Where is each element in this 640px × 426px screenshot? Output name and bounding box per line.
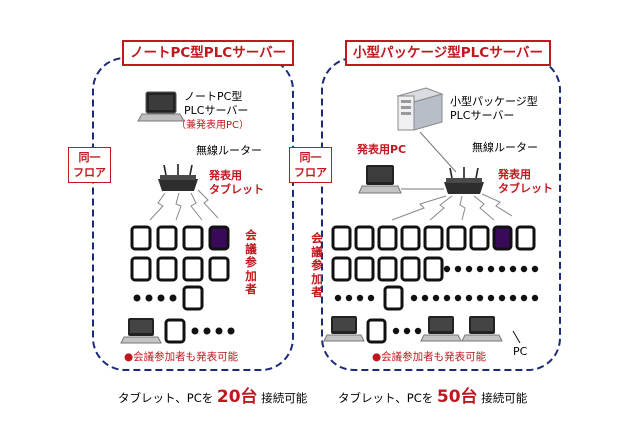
right-group-border: [321, 57, 561, 371]
right-note: ●会議参加者も発表可能: [372, 351, 487, 363]
left-tablet-row-3: [182, 285, 204, 311]
left-caption: タブレット、PCを 20台 接続可能: [118, 382, 307, 407]
left-participant-laptop-icon: [120, 318, 162, 344]
right-participants-label: 会議参加者: [311, 231, 323, 299]
left-title: ノートPC型PLCサーバー: [122, 40, 295, 66]
left-server-label: ノートPC型 PLCサーバー: [184, 90, 248, 118]
right-caption: タブレット、PCを 50台 接続可能: [338, 382, 527, 407]
right-server-label-line-1: 小型パッケージ型: [450, 95, 538, 108]
left-tablet-label-line-1: 発表用: [209, 169, 242, 182]
right-presenter-pc-label: 発表用PC: [357, 143, 407, 156]
right-server-icon: [396, 87, 444, 131]
right-participant-laptop-icon-3: [461, 316, 503, 342]
left-floor-label: 同一 フロア: [68, 147, 111, 183]
left-tablet-label: 発表用 タブレット: [209, 169, 264, 197]
right-dots-row-4: [392, 327, 422, 335]
left-server-label-line-2: PLCサーバー: [184, 104, 249, 117]
right-floor-label-line-1: 同一: [299, 151, 322, 164]
right-dots-row-2: [443, 265, 539, 273]
right-caption-prefix: タブレット、PCを: [338, 391, 434, 405]
left-server-laptop-icon: [137, 91, 185, 122]
right-tablet-label-line-2: タブレット: [498, 182, 553, 195]
left-tablet-label-line-2: タブレット: [209, 183, 264, 196]
right-participant-laptop-icon-1: [323, 316, 365, 342]
left-router-icon: [158, 164, 198, 191]
right-wifi-signal-icon: [391, 193, 513, 221]
right-tablet-row-2: [331, 256, 444, 282]
right-tablet-row-4: [366, 318, 387, 344]
right-caption-number: 50台: [436, 387, 478, 407]
right-server-label-line-2: PLCサーバー: [450, 109, 515, 122]
left-server-label-line-1: ノートPC型: [184, 90, 243, 103]
left-floor-label-line-2: フロア: [73, 166, 106, 179]
left-caption-number: 20台: [216, 387, 258, 407]
right-floor-label: 同一 フロア: [289, 147, 332, 183]
left-caption-suffix: 接続可能: [261, 391, 308, 405]
left-dots-row-4: [191, 327, 235, 335]
right-dots-row-3-left: [334, 294, 375, 302]
right-caption-suffix: 接続可能: [481, 391, 528, 405]
right-server-label: 小型パッケージ型 PLCサーバー: [450, 95, 538, 123]
right-tablet-label: 発表用 タブレット: [498, 168, 553, 196]
right-presenter-laptop-icon: [358, 165, 402, 194]
right-tablet-row-3: [383, 285, 404, 311]
left-participants-label: 会議参加者: [245, 228, 257, 296]
left-tablet-row-1: [130, 225, 230, 251]
left-wifi-signal-icon: [149, 189, 219, 221]
left-tablet-row-4: [164, 318, 186, 344]
left-tablet-row-2: [130, 256, 230, 282]
right-pc-label: PC: [513, 345, 528, 358]
pc-pointer-line: [512, 330, 521, 344]
right-title: 小型パッケージ型PLCサーバー: [345, 40, 551, 66]
right-tablet-row-1: [331, 225, 536, 251]
right-router-icon: [444, 167, 484, 194]
right-dots-row-3-right: [410, 294, 539, 302]
right-floor-label-line-2: フロア: [294, 166, 327, 179]
left-server-note: （兼発表用PC）: [176, 120, 250, 131]
left-caption-prefix: タブレット、PCを: [118, 391, 214, 405]
left-dots-row-3: [133, 294, 177, 302]
left-note: ●会議参加者も発表可能: [124, 351, 239, 363]
left-floor-label-line-1: 同一: [78, 151, 101, 164]
right-participant-laptop-icon-2: [420, 316, 462, 342]
right-tablet-label-line-1: 発表用: [498, 168, 531, 181]
left-router-label: 無線ルーター: [196, 144, 262, 157]
right-router-label: 無線ルーター: [472, 141, 538, 154]
